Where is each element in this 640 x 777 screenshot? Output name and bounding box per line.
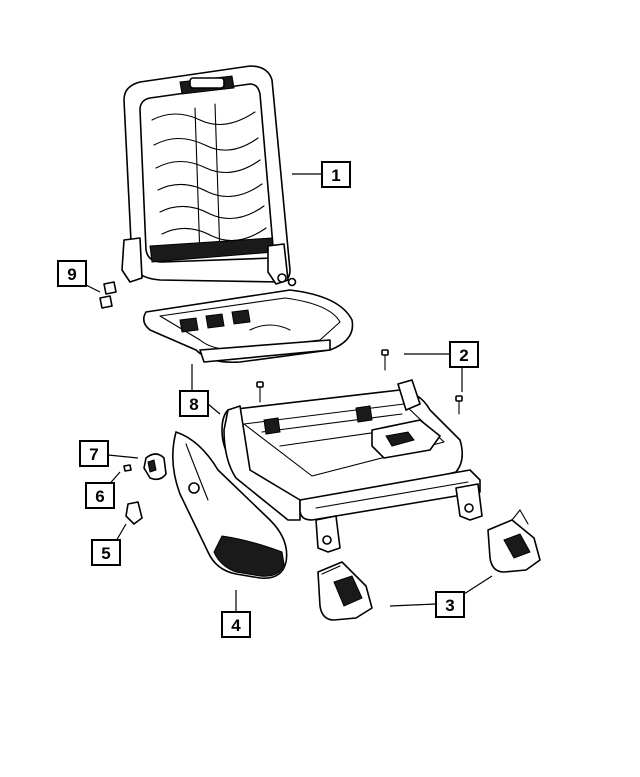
callout-4: 4 xyxy=(221,611,251,638)
callout-9: 9 xyxy=(57,260,87,287)
svg-text:4: 4 xyxy=(231,616,241,635)
callout-8: 8 xyxy=(179,390,209,417)
knob-7[interactable] xyxy=(143,453,167,481)
screw-6[interactable] xyxy=(123,464,132,472)
track-cover-left[interactable] xyxy=(317,561,373,621)
svg-text:9: 9 xyxy=(67,265,76,284)
svg-text:8: 8 xyxy=(189,395,198,414)
svg-text:7: 7 xyxy=(89,445,98,464)
seat-track-assembly[interactable] xyxy=(221,379,483,553)
seat-cushion-pan[interactable] xyxy=(142,289,354,364)
svg-text:6: 6 xyxy=(95,487,104,506)
svg-text:2: 2 xyxy=(459,346,468,365)
leader-lines xyxy=(85,173,493,612)
svg-text:5: 5 xyxy=(101,544,110,563)
clip-9[interactable] xyxy=(99,281,117,309)
track-cover-right[interactable] xyxy=(487,509,541,573)
side-shield-4[interactable] xyxy=(172,431,288,579)
svg-text:3: 3 xyxy=(445,596,454,615)
callout-1: 1 xyxy=(321,161,351,188)
svg-text:1: 1 xyxy=(331,166,340,185)
callout-2: 2 xyxy=(449,341,479,368)
callout-6: 6 xyxy=(85,482,115,509)
callout-5: 5 xyxy=(91,539,121,566)
seat-back-frame[interactable] xyxy=(121,65,297,287)
callout-7: 7 xyxy=(79,440,109,467)
callout-3: 3 xyxy=(435,591,465,618)
cover-5[interactable] xyxy=(125,501,143,525)
